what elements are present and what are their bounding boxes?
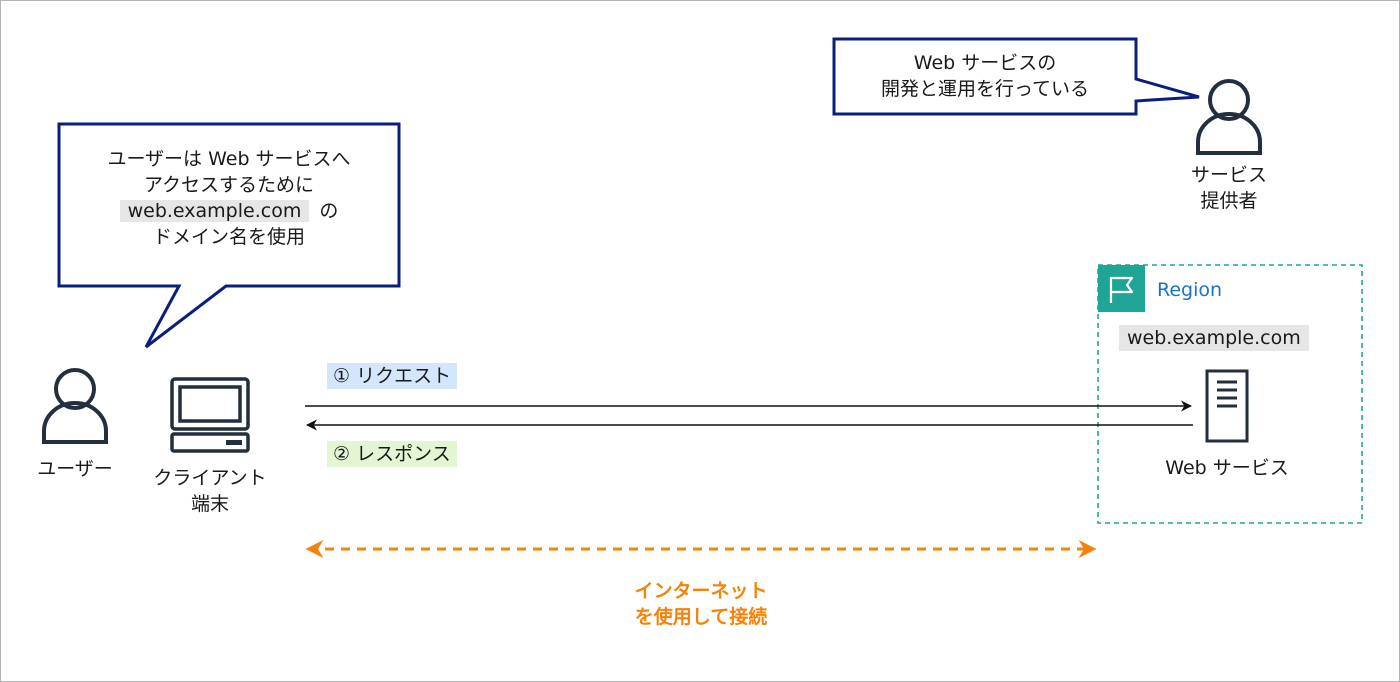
- region-flag-icon: [1098, 265, 1145, 312]
- request-label-text: ① リクエスト: [333, 365, 452, 387]
- region-title-text: Region: [1157, 279, 1223, 301]
- response-label-text: ② レスポンス: [333, 443, 451, 465]
- user-callout-line-1: ユーザーは Web サービスへ: [107, 148, 351, 170]
- request-label: ① リクエスト: [327, 363, 458, 389]
- internet-label-line-2: を使用して接続: [634, 606, 768, 628]
- user-label-text: ユーザー: [37, 458, 113, 480]
- user-callout-suffix: の: [319, 200, 339, 222]
- web-server-label: Web サービス: [1147, 455, 1307, 481]
- provider-label-line-2: 提供者: [1200, 190, 1258, 212]
- user-icon: [42, 368, 108, 444]
- user-callout-line-4: ドメイン名を使用: [152, 226, 305, 248]
- response-label: ② レスポンス: [327, 441, 457, 467]
- client-terminal-label: クライアント 端末: [140, 465, 280, 517]
- domain-name-code: web.example.com: [119, 200, 310, 222]
- user-callout-bubble: [57, 122, 401, 349]
- internet-label-line-1: インターネット: [634, 580, 768, 602]
- provider-callout-line-2: 開発と運用を行っている: [880, 78, 1090, 100]
- provider-callout-bubble: [832, 37, 1200, 116]
- region-domain-text: web.example.com: [1127, 327, 1301, 349]
- user-callout-line-3: web.example.com の: [59, 198, 399, 224]
- internet-connection-label: インターネット を使用して接続: [591, 578, 811, 630]
- user-callout-text: ユーザーは Web サービスへ アクセスするために web.example.co…: [59, 146, 399, 250]
- region-domain-code: web.example.com: [1119, 325, 1309, 351]
- client-terminal-icon: [170, 377, 250, 453]
- user-callout-line-2: アクセスするために: [143, 174, 315, 196]
- provider-callout-text: Web サービスの 開発と運用を行っている: [834, 50, 1136, 102]
- service-provider-label: サービス 提供者: [1169, 162, 1289, 214]
- user-label: ユーザー: [15, 456, 135, 482]
- provider-callout-line-1: Web サービスの: [913, 52, 1057, 74]
- client-label-line-2: 端末: [190, 493, 229, 515]
- service-provider-icon: [1196, 79, 1262, 155]
- region-title: Region: [1157, 277, 1222, 303]
- client-label-line-1: クライアント: [153, 467, 267, 489]
- web-server-icon: [1205, 369, 1249, 443]
- web-server-label-text: Web サービス: [1165, 457, 1289, 479]
- provider-label-line-1: サービス: [1190, 164, 1267, 186]
